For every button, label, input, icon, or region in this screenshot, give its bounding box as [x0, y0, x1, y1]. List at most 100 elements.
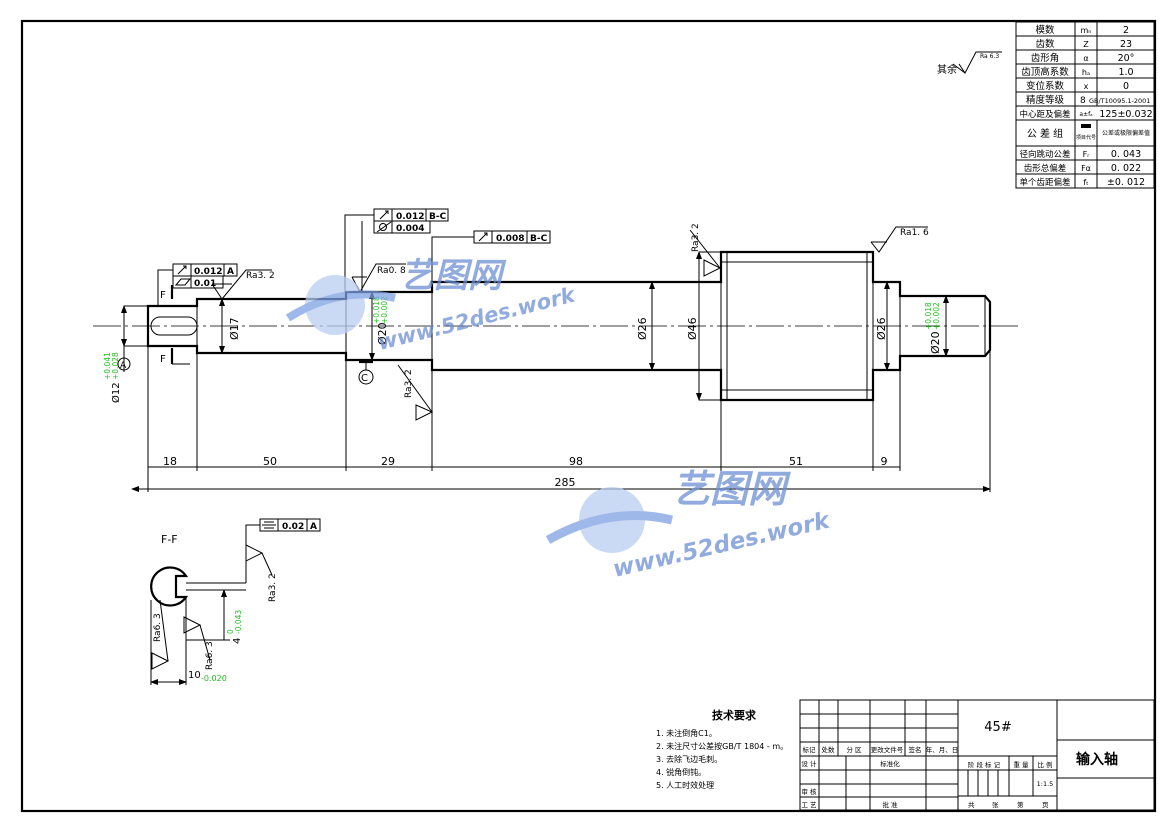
datum-a-marker [117, 357, 131, 371]
gear-row-value: 23 [1120, 39, 1132, 50]
length-dim: 18 [163, 455, 177, 468]
material: 45# [984, 720, 1011, 735]
gear-row-symbol: x [1084, 82, 1089, 91]
gear-parameter-table: 模数 mₙ 2 齿数 Z 23 齿形角 α 20° 齿顶高系数 hₐ 1.0 变… [1015, 21, 1155, 189]
gear-row-value: 0. 043 [1111, 149, 1141, 160]
length-dim: 9 [881, 455, 888, 468]
gear-row-value: 0. 022 [1111, 163, 1141, 174]
gear-row-name: 中心距及偏差 [1019, 109, 1070, 120]
length-dim: 98 [569, 455, 583, 468]
svg-text:2. 未注尺寸公差按GB/T 1804 - m。: 2. 未注尺寸公差按GB/T 1804 - m。 [656, 741, 788, 751]
svg-text:分 区: 分 区 [846, 745, 862, 754]
diameter-dim-20a: Ø20 [376, 322, 389, 345]
roughness-symbol: Ra3. 2 [211, 269, 275, 300]
svg-text:阶 段 标 记: 阶 段 标 记 [968, 760, 1001, 769]
svg-text:Ra0. 8: Ra0. 8 [377, 266, 406, 276]
part-name: 输入轴 [1076, 751, 1118, 768]
roughness-symbol: Ra3. 2 [397, 364, 434, 421]
svg-text:Ra3. 2: Ra3. 2 [268, 573, 278, 602]
gear-row-value: 2 [1123, 25, 1129, 36]
drawing-border [20, 19, 1157, 813]
svg-text:标记: 标记 [803, 745, 817, 754]
svg-text:其余: 其余 [937, 63, 957, 76]
keyway [150, 316, 198, 336]
gear-row-name: 公 差 组 [1027, 127, 1063, 140]
roughness-symbol: Ra0. 8 [351, 263, 406, 294]
svg-text:B-C: B-C [530, 234, 548, 244]
section-title: F-F [161, 533, 178, 546]
svg-text:共: 共 [968, 800, 975, 809]
gear-row-symbol: a±fₐ [1079, 111, 1092, 118]
gear-row-symbol: 项目代号 [1076, 134, 1096, 141]
section-cut-label: F [160, 354, 166, 365]
default-roughness: 其余 Ra 6.3 [937, 51, 1002, 76]
shaft-main-view: 18 50 29 98 51 9 285 Ø12 +0.041 +0.028 Ø… [93, 250, 1018, 492]
gear-row-name: 径向跳动公差 [1019, 149, 1070, 160]
gear-row-value: 125±0.032 [1099, 109, 1152, 120]
svg-text:0.012: 0.012 [396, 212, 424, 222]
title-block: 标记 处数 分 区 更改文件号 签名 年、月、日 设 计 标准化 审 核 工 艺… [799, 699, 1155, 811]
svg-text:-0.043: -0.043 [234, 610, 243, 634]
diameter-dim-46: Ø46 [686, 317, 699, 340]
svg-text:+0.018: +0.018 [924, 302, 933, 330]
svg-text:A: A [120, 361, 127, 371]
gear-row-name: 齿形角 [1031, 52, 1060, 64]
tolerance-group-mark [1081, 124, 1091, 128]
svg-text:艺图网: 艺图网 [672, 467, 791, 511]
svg-text:+0.018: +0.018 [372, 296, 381, 324]
svg-text:审 核: 审 核 [801, 787, 817, 796]
svg-text:+0.028: +0.028 [111, 352, 120, 380]
gear-row-symbol: Fᵣ [1083, 150, 1091, 159]
svg-text:1:1.5: 1:1.5 [1037, 780, 1054, 788]
svg-text:设 计: 设 计 [801, 759, 817, 768]
svg-text:+0.041: +0.041 [103, 352, 112, 380]
svg-text:工 艺: 工 艺 [801, 801, 817, 809]
gear-row-symbol: α [1083, 54, 1088, 63]
tolerance-frame-flatness: 0.01 [172, 275, 224, 289]
gear-row-symbol: fₜ [1083, 178, 1088, 187]
gear-row-value: 公差或极限偏差值 [1102, 129, 1150, 137]
watermark-logo-top: 艺图网 www.52des.work [285, 256, 579, 355]
svg-text:Ra 6.3: Ra 6.3 [980, 53, 999, 60]
svg-text:4: 4 [232, 638, 243, 644]
gear-row-value: 1.0 [1118, 67, 1133, 78]
svg-text:+0.002: +0.002 [380, 296, 389, 324]
svg-text:年、月、日: 年、月、日 [926, 745, 959, 754]
section-view-ff: F-F 0.02 A Ra3. 2 Ra6. 3 Ra6. 3 4 0 -0.0… [150, 518, 321, 685]
svg-text:Ra6. 3: Ra6. 3 [153, 613, 163, 642]
gear-row-symbol: Fα [1081, 164, 1091, 173]
gear-row-symbol: Z [1083, 40, 1089, 49]
svg-text:+0.002: +0.002 [932, 302, 941, 330]
svg-text:标准化: 标准化 [880, 759, 900, 768]
gear-row-name: 齿形总偏差 [1024, 163, 1067, 174]
svg-text:签名: 签名 [909, 745, 922, 754]
gear-row-name: 单个齿距偏差 [1019, 177, 1070, 188]
svg-text:技术要求: 技术要求 [712, 708, 757, 722]
gear-row-value: 0 [1123, 81, 1129, 92]
length-dim: 50 [263, 455, 277, 468]
roughness-symbol: Ra1. 6 [870, 226, 929, 253]
svg-text:0.004: 0.004 [396, 224, 424, 234]
svg-text:比 例: 比 例 [1037, 760, 1052, 769]
svg-text:A: A [227, 267, 234, 277]
svg-text:B-C: B-C [429, 212, 447, 222]
gear-row-symbol: 8 [1080, 96, 1086, 106]
tolerance-frame-runout-gear: 0.008 B-C [473, 230, 551, 244]
svg-text:-0.020: -0.020 [201, 674, 227, 683]
svg-text:5. 人工时效处理: 5. 人工时效处理 [656, 780, 714, 790]
svg-text:10: 10 [188, 670, 201, 681]
length-dim: 29 [381, 455, 395, 468]
diameter-dim-12: Ø12 [110, 382, 122, 403]
svg-text:Ra3. 2: Ra3. 2 [246, 271, 275, 281]
svg-text:0.01: 0.01 [194, 279, 216, 289]
gear-row-value: GB/T10095.1-2001 [1089, 97, 1150, 105]
svg-text:处数: 处数 [822, 745, 836, 754]
svg-text:重 量: 重 量 [1013, 761, 1029, 769]
tolerance-frame-cylindricity: 0.004 [373, 220, 431, 234]
total-length-dim: 285 [555, 476, 576, 489]
svg-text:Ra3. 2: Ra3. 2 [691, 223, 701, 252]
svg-text:3. 去除飞边毛刺。: 3. 去除飞边毛刺。 [656, 754, 722, 764]
diameter-dim-26b: Ø26 [875, 317, 888, 340]
svg-text:A: A [310, 522, 317, 532]
